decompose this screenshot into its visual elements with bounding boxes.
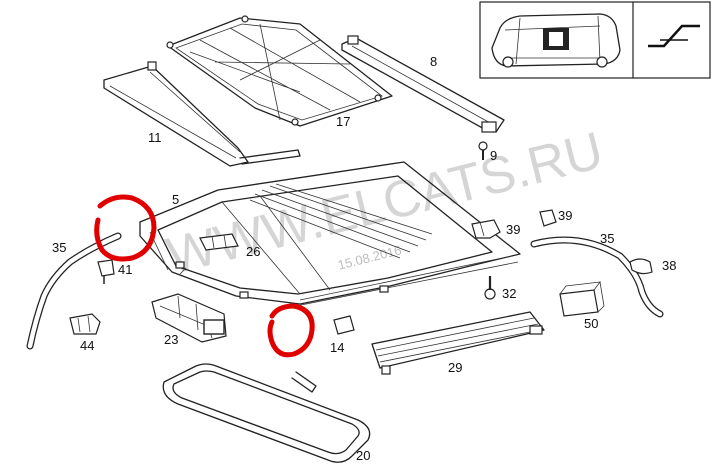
callout-41: 39 <box>506 222 520 237</box>
callout-47: 41 <box>118 262 132 277</box>
callout-26: 26 <box>246 244 260 259</box>
callout-50: 50 <box>584 316 598 331</box>
part-35-right-hose <box>530 236 664 318</box>
callout-44: 44 <box>80 338 94 353</box>
part-50-block <box>559 281 605 317</box>
part-17-frame <box>166 15 393 127</box>
callout-8: 8 <box>430 54 437 69</box>
part-23-motor <box>151 293 227 343</box>
callout-38: 38 <box>662 258 676 273</box>
part-39-clip <box>539 209 557 227</box>
part-8-rail <box>341 35 505 133</box>
part-38-clip <box>629 258 653 275</box>
part-20-seal <box>162 363 371 463</box>
part-44-bracket <box>69 313 101 335</box>
slope-symbol-icon <box>648 24 700 48</box>
car-top-view-icon <box>491 13 621 68</box>
callout-23: 23 <box>164 332 178 347</box>
highlight-center <box>267 303 315 358</box>
part-32-screw <box>484 276 496 300</box>
part-35-left-hose <box>26 232 122 350</box>
part-14-bracket <box>333 315 355 335</box>
part-29-rail <box>371 311 545 375</box>
part-47-clip <box>97 259 115 284</box>
callout-35-right: 35 <box>600 231 614 246</box>
callout-11: 11 <box>148 130 162 145</box>
part-9-screw <box>478 141 488 160</box>
callout-39: 39 <box>558 208 572 223</box>
part-41-clip <box>471 219 501 239</box>
callout-35-left: 35 <box>52 240 66 255</box>
part-5-main-frame <box>139 161 521 307</box>
callout-20: 20 <box>356 448 370 463</box>
part-26-block <box>199 233 239 251</box>
part-11-sunshade <box>103 61 301 167</box>
callout-17: 17 <box>336 114 350 129</box>
highlight-left <box>94 194 157 262</box>
callout-32: 32 <box>502 286 516 301</box>
callout-9: 9 <box>490 148 497 163</box>
inset-panel <box>479 1 711 79</box>
watermark-date: 15.08.2016 <box>336 242 403 272</box>
callout-5: 5 <box>172 192 179 207</box>
callout-29: 29 <box>448 360 462 375</box>
callout-14: 14 <box>330 340 344 355</box>
